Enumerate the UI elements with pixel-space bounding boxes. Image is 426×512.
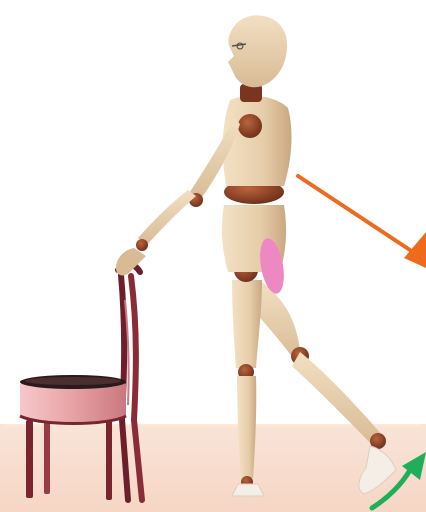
mannequin-forearm — [138, 190, 196, 246]
arrow-icon — [298, 176, 426, 268]
mannequin-shoulder-joint — [238, 114, 262, 138]
mannequin-head — [228, 15, 287, 87]
mannequin-wrist-joint — [136, 239, 148, 251]
floor — [0, 424, 426, 512]
